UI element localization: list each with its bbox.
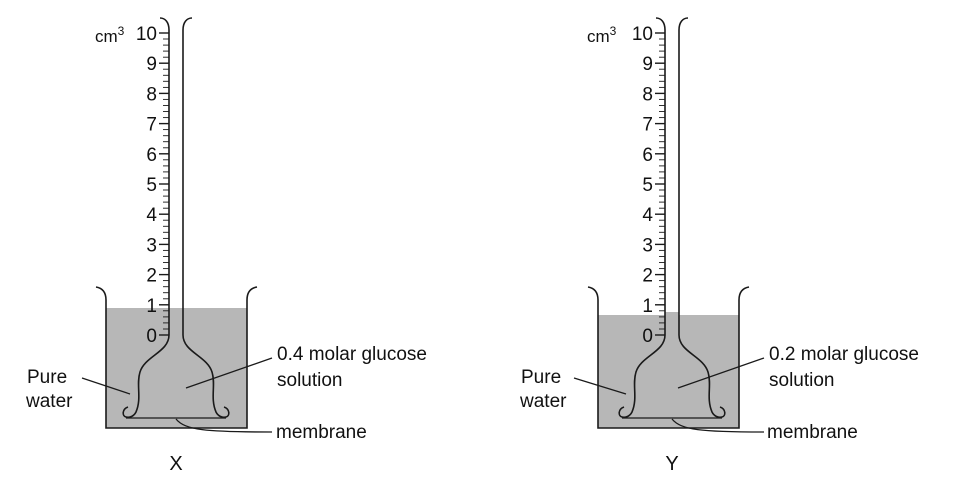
- scale-label-9-y: 9: [642, 54, 653, 75]
- scale-label-1-x: 1: [146, 296, 157, 317]
- scale-label-6-y: 6: [642, 145, 653, 166]
- scale-label-10-x: 10: [136, 24, 157, 45]
- scale-label-4-y: 4: [642, 205, 653, 226]
- scale-label-9-x: 9: [146, 54, 157, 75]
- solution-label-line1-x: 0.4 molar glucose: [277, 344, 427, 365]
- pure-water-label-line1-x: Pure: [27, 367, 67, 388]
- pure-water-pointer-y: [573, 377, 627, 395]
- tube-wall-right-x: [182, 17, 230, 419]
- scale-label-8-y: 8: [642, 84, 653, 105]
- unit-label-y: cm3: [587, 24, 617, 46]
- membrane-pointer-y: [671, 418, 765, 433]
- funnel-solution-y: [626, 312, 718, 416]
- scale-label-4-x: 4: [146, 205, 157, 226]
- beaker-x: [95, 286, 258, 429]
- tube-wall-left-x: [122, 17, 170, 419]
- pure-water-label-line1-y: Pure: [521, 367, 561, 388]
- scale-label-5-x: 5: [146, 175, 157, 196]
- pure-water-pointer-x: [81, 377, 131, 395]
- diagram-y: 0 1 2 3 4 5 6 7 8 9 10 cm3 Pure water 0.2 molar gl…: [519, 17, 919, 475]
- solution-label-line2-y: solution: [769, 370, 835, 391]
- scale-label-0-y: 0: [642, 326, 653, 347]
- scale-label-3-x: 3: [146, 235, 157, 256]
- graduation-scale-y: 0 1 2 3 4 5 6 7 8 9 10: [632, 24, 665, 347]
- scale-label-3-y: 3: [642, 235, 653, 256]
- scale-label-6-x: 6: [146, 145, 157, 166]
- pure-water-label-line2-y: water: [519, 391, 567, 412]
- scale-label-5-y: 5: [642, 175, 653, 196]
- pure-water-label-line2-x: water: [25, 391, 73, 412]
- solution-label-line1-y: 0.2 molar glucose: [769, 344, 919, 365]
- solution-label-line2-x: solution: [277, 370, 343, 391]
- scale-label-7-y: 7: [642, 115, 653, 136]
- diagram-x: 0 1 2 3 4 5 6 7 8 9 10 cm3 Pure water 0.4 molar gl…: [25, 17, 427, 475]
- scale-label-10-y: 10: [632, 24, 653, 45]
- graduation-scale-x: 0 1 2 3 4 5 6 7 8 9 10: [136, 24, 169, 347]
- scale-label-0-x: 0: [146, 326, 157, 347]
- solution-pointer-y: [677, 357, 765, 389]
- scale-label-8-x: 8: [146, 84, 157, 105]
- diagram-caption-y: Y: [665, 453, 678, 475]
- unit-label-x: cm3: [95, 24, 125, 46]
- membrane-pointer-x: [175, 418, 273, 433]
- tube-wall-left-y: [618, 17, 666, 419]
- funnel-solution-x: [130, 308, 222, 416]
- tube-wall-right-y: [678, 17, 726, 419]
- scale-label-2-y: 2: [642, 266, 653, 287]
- beaker-y: [587, 286, 750, 429]
- membrane-label-y: membrane: [767, 422, 858, 443]
- diagram-caption-x: X: [169, 453, 182, 475]
- membrane-label-x: membrane: [276, 422, 367, 443]
- scale-label-1-y: 1: [642, 296, 653, 317]
- solution-pointer-x: [185, 357, 273, 389]
- scale-label-2-x: 2: [146, 266, 157, 287]
- scale-label-7-x: 7: [146, 115, 157, 136]
